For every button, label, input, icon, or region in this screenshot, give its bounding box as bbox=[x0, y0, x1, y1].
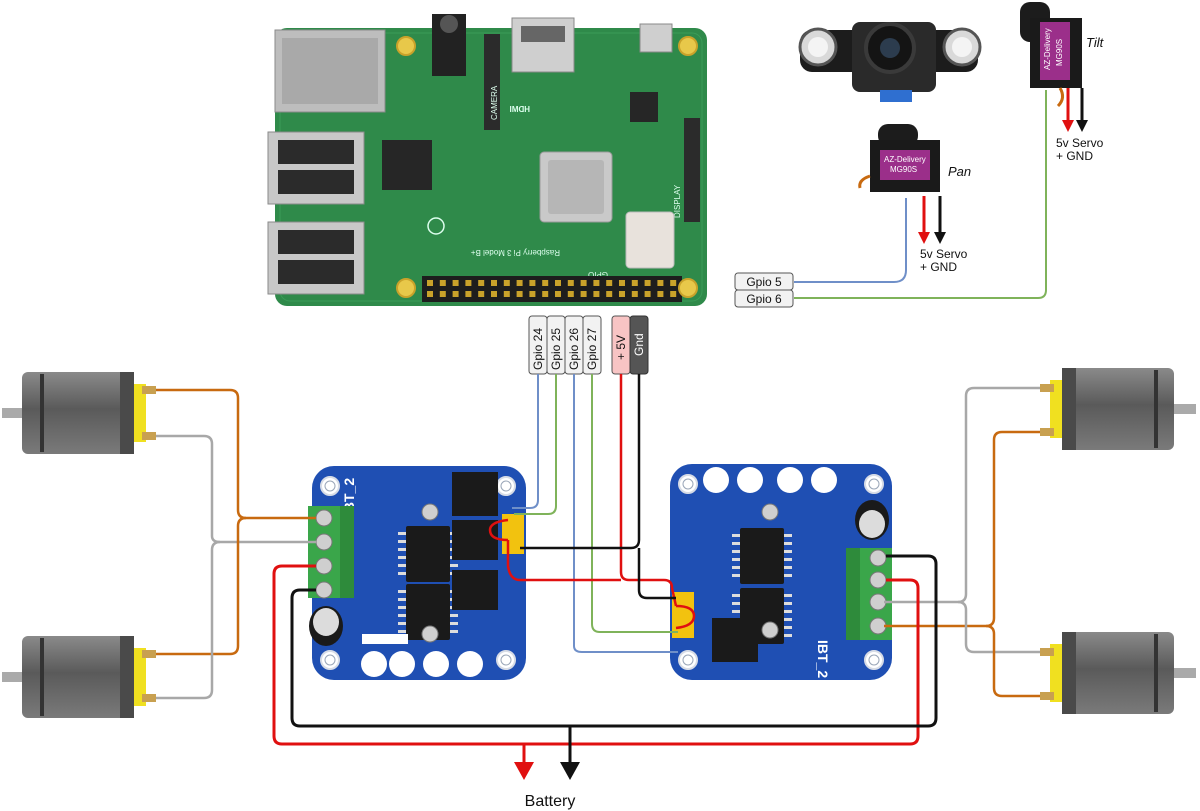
gpio5-label: Gpio 5 bbox=[746, 275, 782, 289]
pan-signal-wire bbox=[794, 198, 907, 283]
display-label: DISPLAY bbox=[673, 184, 682, 218]
motor-top-left bbox=[2, 372, 156, 454]
gpio6-tag: Gpio 6 bbox=[734, 289, 794, 308]
gpio-signal-wires bbox=[512, 374, 678, 653]
battery-arrows bbox=[514, 762, 580, 780]
hdmi-silk-label: HDMI bbox=[510, 105, 530, 114]
tilt-label: Tilt bbox=[1086, 35, 1105, 50]
gpio-pin bbox=[427, 291, 433, 297]
usb-ports bbox=[267, 131, 365, 295]
gpio-pin bbox=[465, 291, 472, 297]
gpio-pin bbox=[657, 291, 664, 297]
gpio-pin bbox=[478, 291, 485, 297]
gpio-silk-label: GPIO bbox=[588, 270, 608, 279]
raspberry-pi-board: CAMERA HDMI DISPLAY Raspberry Pi 3 Model… bbox=[267, 14, 707, 306]
gpio-pin bbox=[542, 291, 549, 297]
gpio-pin bbox=[606, 291, 613, 297]
gpio-pin bbox=[503, 280, 510, 286]
gpio25-label: Gpio 25 bbox=[549, 328, 563, 370]
driver-right-name: IBT_2 bbox=[815, 640, 831, 678]
gnd-label: Gnd bbox=[632, 333, 646, 356]
gpio-pin bbox=[529, 280, 536, 286]
gpio-pin bbox=[529, 291, 536, 297]
gpio27-label: Gpio 27 bbox=[585, 328, 599, 370]
camera-label: CAMERA bbox=[490, 85, 499, 120]
model-label: Raspberry Pi 3 Model B+ bbox=[471, 248, 560, 257]
gpio-pin bbox=[593, 291, 600, 297]
gpio-pin bbox=[439, 291, 446, 297]
motor-wires bbox=[156, 386, 1040, 700]
gpio-pin bbox=[439, 280, 446, 286]
tilt-servo-power-line2: + GND bbox=[1056, 149, 1093, 163]
gpio24-label: Gpio 24 bbox=[531, 328, 545, 370]
driver-left-terminal-block bbox=[308, 506, 354, 599]
tilt-servo-power-arrows bbox=[1062, 88, 1088, 132]
gpio-pin bbox=[593, 280, 600, 286]
gpio-pin bbox=[670, 291, 677, 297]
micro-usb-port bbox=[639, 23, 673, 53]
camera-module bbox=[798, 22, 982, 102]
gpio-pin bbox=[580, 291, 587, 297]
gpio5-tag: Gpio 5 bbox=[734, 272, 794, 291]
gpio-pin bbox=[580, 280, 587, 286]
motor-top-right bbox=[1040, 368, 1196, 450]
tilt-signal-wire bbox=[794, 90, 1047, 299]
gpio26-label: Gpio 26 bbox=[567, 328, 581, 370]
battery-label: Battery bbox=[525, 793, 576, 810]
gpio-pin bbox=[452, 280, 459, 286]
gpio-pin bbox=[427, 280, 433, 286]
plus5v-label: + 5V bbox=[614, 335, 628, 360]
gpio-pin bbox=[657, 280, 664, 286]
gpio-pin bbox=[606, 280, 613, 286]
pan-servo: AZ-Delivery MG90S bbox=[858, 124, 940, 192]
gpio6-label: Gpio 6 bbox=[746, 292, 782, 306]
camera-connector bbox=[484, 34, 500, 130]
gpio-pin bbox=[567, 280, 574, 286]
tilt-servo-brand: AZ-Delivery bbox=[1043, 28, 1052, 70]
gpio-pin bbox=[491, 291, 497, 297]
pan-servo-brand: AZ-Delivery bbox=[884, 155, 926, 164]
gpio-pin bbox=[567, 291, 574, 297]
pan-servo-power-arrows bbox=[918, 196, 946, 244]
gpio-pin bbox=[619, 291, 625, 297]
tilt-servo: AZ-Delivery MG90S bbox=[1020, 2, 1082, 108]
tilt-servo-power-line1: 5v Servo bbox=[1056, 136, 1104, 150]
gpio-pin bbox=[542, 280, 549, 286]
motor-bottom-right bbox=[1040, 632, 1196, 714]
gpio-pin bbox=[644, 280, 651, 286]
logic-power-wires bbox=[488, 374, 696, 630]
gpio-pin bbox=[503, 291, 510, 297]
gpio-pin bbox=[516, 291, 523, 297]
driver-right-header bbox=[672, 592, 694, 638]
raspberry-logo-icon bbox=[427, 217, 445, 235]
gpio-header bbox=[422, 276, 682, 302]
gpio-pin bbox=[491, 280, 497, 286]
gpio-tags: Gpio 24 Gpio 25 Gpio 26 Gpio 27 + 5V Gnd bbox=[528, 315, 649, 375]
pan-servo-power-line2: + GND bbox=[920, 260, 957, 274]
gpio-pin bbox=[555, 291, 561, 297]
motor-driver-left: IBT_2 bbox=[308, 466, 526, 680]
gpio-pin bbox=[619, 280, 625, 286]
gpio-pin bbox=[631, 291, 638, 297]
gpio-pin bbox=[465, 280, 472, 286]
display-connector bbox=[684, 118, 700, 222]
gpio-pin bbox=[555, 280, 561, 286]
motor-bottom-left bbox=[2, 636, 156, 718]
gpio-pin bbox=[478, 280, 485, 286]
gpio-pin bbox=[452, 291, 459, 297]
gpio-pin bbox=[670, 280, 677, 286]
gpio-pin bbox=[631, 280, 638, 286]
pan-servo-model: MG90S bbox=[890, 165, 917, 174]
pan-servo-power-line1: 5v Servo bbox=[920, 247, 968, 261]
motor-driver-right: IBT_2 bbox=[670, 464, 892, 680]
pan-label: Pan bbox=[948, 164, 971, 179]
gpio-pin bbox=[516, 280, 523, 286]
driver-right-terminal-block bbox=[846, 548, 892, 640]
gpio-pin bbox=[644, 291, 651, 297]
tilt-servo-model: MG90S bbox=[1055, 39, 1064, 66]
